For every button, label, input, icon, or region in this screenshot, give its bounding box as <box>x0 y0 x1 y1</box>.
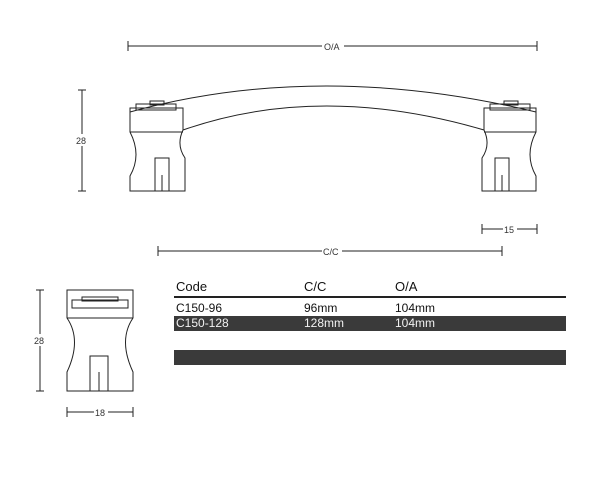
row-cc: 128mm <box>304 316 345 330</box>
row-oa: 104mm <box>395 301 436 315</box>
row-code: C150-96 <box>176 301 223 315</box>
spec-table-header: Code C/C O/A <box>174 279 566 296</box>
empty-table-bar <box>174 350 566 365</box>
row-oa: 104mm <box>395 316 436 330</box>
header-oa: O/A <box>395 279 418 294</box>
foot-width-label: 15 <box>504 225 514 235</box>
table-row: C150-128 128mm 104mm <box>174 316 566 331</box>
handle-side-view <box>129 85 537 192</box>
handle-end-view <box>66 289 134 392</box>
overall-length-label: O/A <box>324 42 340 52</box>
end-depth-label: 18 <box>95 408 105 418</box>
centres-label: C/C <box>323 247 339 257</box>
header-rule <box>174 296 566 298</box>
header-cc: C/C <box>304 279 327 294</box>
side-height-label: 28 <box>76 136 86 146</box>
row-code: C150-128 <box>176 316 229 330</box>
table-row: C150-96 96mm 104mm <box>174 301 566 316</box>
spec-table: Code C/C O/A C150-96 96mm 104mm C150-128… <box>174 279 566 365</box>
header-code: Code <box>176 279 208 294</box>
end-height-label: 28 <box>34 336 44 346</box>
row-cc: 96mm <box>304 301 338 315</box>
